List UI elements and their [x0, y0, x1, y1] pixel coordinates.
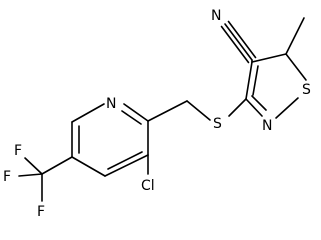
bond-c5-c4 — [71, 156, 106, 177]
atom-label-thioether-s: S — [213, 116, 222, 132]
bond-n-c3 — [245, 98, 263, 117]
atom-label-fluorine-left: F — [3, 169, 11, 185]
bond-c4-c5 — [251, 53, 287, 63]
atom-label-pyridine-n: N — [106, 96, 116, 112]
bond-c3-c4 — [245, 61, 253, 100]
bond-c3-c4-double — [252, 65, 259, 96]
chemical-structure-diagram: N N S S N Cl F F F — [3, 8, 311, 220]
bond-c4-c3 — [104, 154, 149, 177]
bond-c5-s — [285, 53, 307, 81]
bond-c5-cf3 — [41, 156, 73, 175]
atom-label-nitrile-n: N — [211, 8, 221, 24]
atom-label-isothiazole-n: N — [262, 118, 272, 134]
nitrile-triple-bond — [220, 20, 257, 64]
bond-s-n — [275, 97, 299, 119]
bond-c4-c3-double — [107, 151, 143, 170]
bond-c2-n1 — [123, 103, 149, 122]
molecule-svg: N N S S N Cl F F F — [3, 8, 311, 220]
bond-c5-methyl — [285, 17, 305, 55]
atom-label-fluorine-bottom: F — [37, 204, 45, 220]
atom-label-ring-s: S — [302, 82, 311, 98]
bond-c2-n1-double — [121, 110, 142, 125]
bond-ch2-c2 — [147, 100, 188, 122]
bond-c3-s-linker — [228, 98, 247, 117]
bond-n1-c6 — [71, 103, 105, 123]
bond-n-c3-double — [251, 95, 267, 111]
atom-label-fluorine-top: F — [14, 143, 22, 159]
bond-cf3-f-top — [24, 157, 43, 175]
bond-s-ch2 — [186, 100, 211, 121]
bond-cf3-f-left — [18, 173, 43, 177]
atom-label-chlorine: Cl — [141, 178, 155, 194]
